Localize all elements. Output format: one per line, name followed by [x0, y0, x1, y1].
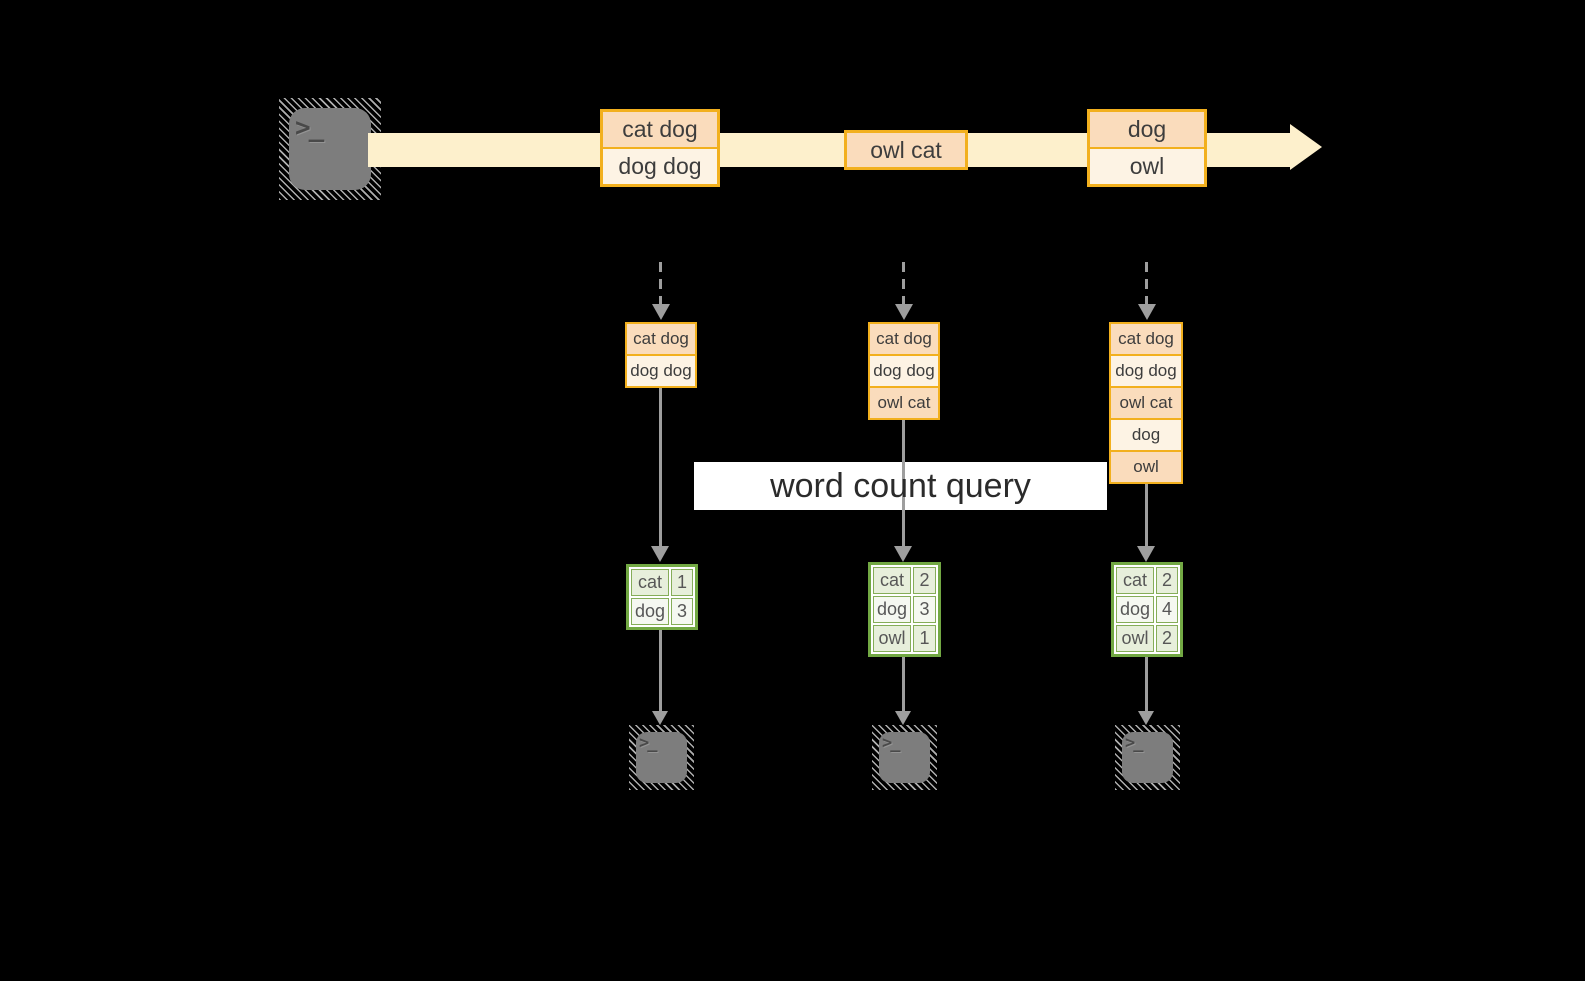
table-row: cat 2 — [1116, 567, 1178, 594]
input-record: cat dog — [870, 324, 938, 354]
count-cell: 2 — [913, 567, 936, 594]
stream-batch-3: dog owl — [1087, 109, 1207, 187]
ingest-arrow-line-1 — [659, 262, 662, 304]
input-batch-1: cat dog dog dog — [625, 322, 697, 388]
ingest-arrowhead-icon-2 — [895, 304, 913, 320]
terminal-body — [289, 108, 371, 190]
count-cell: 1 — [671, 569, 693, 596]
terminal-prompt-icon: >_ — [639, 733, 658, 753]
word-cell: cat — [631, 569, 669, 596]
table-row: cat 1 — [631, 569, 693, 596]
query-label: word count query — [770, 467, 1031, 505]
source-terminal-icon: >_ — [279, 98, 381, 200]
terminal-prompt-icon: >_ — [882, 733, 901, 753]
table-row: dog 3 — [631, 598, 693, 625]
ingest-arrowhead-icon-1 — [652, 304, 670, 320]
input-record: owl cat — [1111, 386, 1181, 418]
word-count-table-3: cat 2 dog 4 owl 2 — [1111, 562, 1183, 657]
input-record: dog dog — [870, 354, 938, 386]
word-cell: owl — [1116, 625, 1154, 652]
query-band — [694, 462, 1107, 510]
sink-terminal-icon-2: >_ — [872, 725, 937, 790]
table-row: owl 2 — [1116, 625, 1178, 652]
table-row: dog 3 — [873, 596, 936, 623]
output-arrowhead-icon-2 — [895, 711, 911, 725]
table-row: owl 1 — [873, 625, 936, 652]
count-cell: 3 — [913, 596, 936, 623]
word-cell: dog — [1116, 596, 1154, 623]
stream-record: cat dog — [603, 112, 717, 147]
word-cell: cat — [1116, 567, 1154, 594]
word-count-table-2: cat 2 dog 3 owl 1 — [868, 562, 941, 657]
output-arrowhead-icon-1 — [652, 711, 668, 725]
terminal-body — [636, 732, 687, 783]
query-arrow-line-1 — [659, 387, 662, 546]
input-record: cat dog — [1111, 324, 1181, 354]
word-cell: dog — [873, 596, 911, 623]
table-row: dog 4 — [1116, 596, 1178, 623]
count-cell: 2 — [1156, 625, 1178, 652]
word-cell: cat — [873, 567, 911, 594]
output-arrow-line-2 — [902, 656, 905, 711]
stream-record: dog dog — [603, 147, 717, 184]
query-arrowhead-icon-3 — [1137, 546, 1155, 562]
query-arrow-line-2 — [902, 419, 905, 546]
word-cell: dog — [631, 598, 669, 625]
query-arrow-line-3 — [1145, 483, 1148, 546]
stream-batch-1: cat dog dog dog — [600, 109, 720, 187]
input-record: owl cat — [870, 386, 938, 418]
stream-arrowhead-icon — [1290, 124, 1322, 170]
stream-record: owl — [1090, 147, 1204, 184]
input-record: dog dog — [1111, 354, 1181, 386]
input-batch-3: cat dog dog dog owl cat dog owl — [1109, 322, 1183, 484]
count-cell: 3 — [671, 598, 693, 625]
terminal-body — [1122, 732, 1173, 783]
output-arrow-line-3 — [1145, 656, 1148, 711]
output-arrowhead-icon-3 — [1138, 711, 1154, 725]
sink-terminal-icon-1: >_ — [629, 725, 694, 790]
input-record: owl — [1111, 450, 1181, 482]
input-record: dog dog — [627, 354, 695, 386]
input-record: dog — [1111, 418, 1181, 450]
output-arrow-line-1 — [659, 629, 662, 711]
input-batch-2: cat dog dog dog owl cat — [868, 322, 940, 420]
count-cell: 1 — [913, 625, 936, 652]
terminal-prompt-icon: >_ — [1125, 733, 1144, 753]
ingest-arrowhead-icon-3 — [1138, 304, 1156, 320]
stream-batch-2: owl cat — [844, 130, 968, 170]
table-row: cat 2 — [873, 567, 936, 594]
ingest-arrow-line-2 — [902, 262, 905, 304]
ingest-arrow-line-3 — [1145, 262, 1148, 304]
input-record: cat dog — [627, 324, 695, 354]
terminal-body — [879, 732, 930, 783]
sink-terminal-icon-3: >_ — [1115, 725, 1180, 790]
word-count-table-1: cat 1 dog 3 — [626, 564, 698, 630]
stream-record: dog — [1090, 112, 1204, 147]
query-arrowhead-icon-1 — [651, 546, 669, 562]
word-cell: owl — [873, 625, 911, 652]
count-cell: 4 — [1156, 596, 1178, 623]
count-cell: 2 — [1156, 567, 1178, 594]
stream-record: owl cat — [847, 133, 965, 167]
query-arrowhead-icon-2 — [894, 546, 912, 562]
terminal-prompt-icon: >_ — [295, 113, 324, 143]
